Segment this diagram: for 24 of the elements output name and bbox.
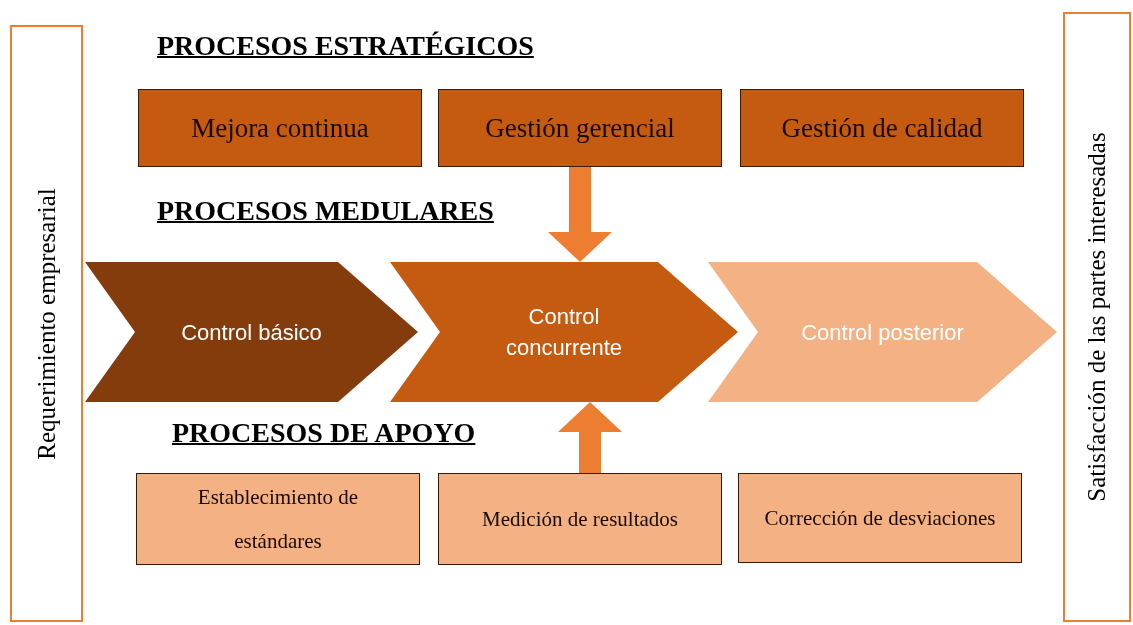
process-label: Gestión gerencial (485, 112, 675, 144)
process-box (740, 89, 1024, 167)
side-label: Requerimiento empresarial (32, 187, 61, 460)
side-panel (10, 25, 83, 622)
block-arrow (558, 402, 622, 473)
section-heading: PROCESOS MEDULARES (157, 195, 494, 227)
side-label: Satisfacción de las partes interesadas (1083, 132, 1111, 502)
section-heading: PROCESOS ESTRATÉGICOS (157, 30, 534, 62)
side-panel (1063, 12, 1131, 622)
process-label: Medición de resultados (482, 506, 678, 533)
process-box (438, 89, 722, 167)
section-heading: PROCESOS DE APOYO (172, 417, 476, 449)
process-label: Corrección de desviaciones (764, 505, 996, 532)
chevron-label: Control básico (181, 318, 322, 347)
process-box (738, 473, 1022, 563)
chevron-label: Control concurrente (504, 303, 624, 362)
process-box (136, 473, 420, 565)
process-label: Gestión de calidad (781, 112, 983, 144)
block-arrow (548, 167, 612, 262)
process-label: Establecimiento de estándares (196, 484, 360, 555)
chevron-label: Control posterior (801, 318, 964, 347)
process-box (438, 473, 722, 565)
process-label: Mejora continua (191, 112, 369, 144)
process-box (138, 89, 422, 167)
